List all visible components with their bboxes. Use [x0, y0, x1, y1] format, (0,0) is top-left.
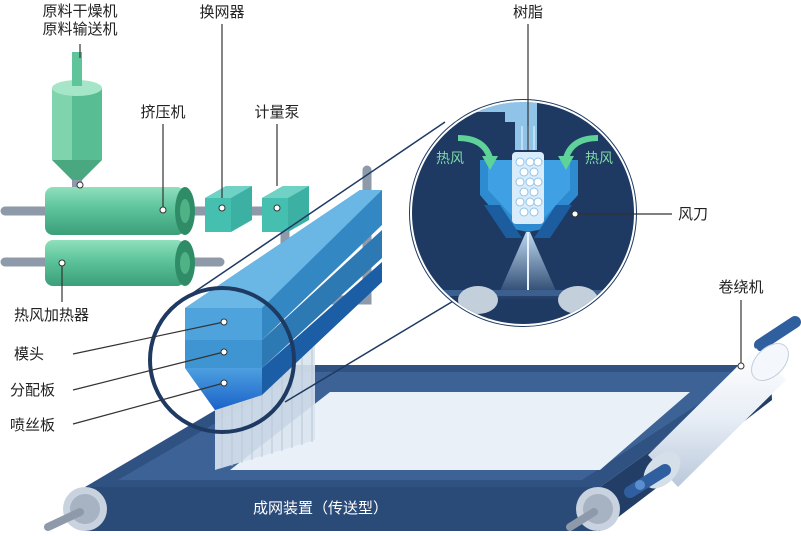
resin-label: 树脂: [512, 3, 544, 21]
spinneret-label: 喷丝板: [10, 416, 56, 434]
leader-lines: [61, 24, 742, 425]
dryer-label: 原料干燥机 原料输送机: [42, 2, 117, 38]
extruder: [45, 187, 195, 235]
die-assembly: [185, 190, 382, 410]
extruder-label: 挤压机: [140, 103, 186, 121]
distribution-plate-label: 分配板: [10, 381, 56, 399]
hot-air-left-label: 热风: [436, 151, 464, 167]
dryer-label-line1: 原料干燥机: [42, 2, 118, 20]
heater-label: 热风加热器: [14, 306, 90, 324]
zoom-source-circle: [148, 286, 296, 434]
metering-pump-label: 计量泵: [254, 103, 300, 121]
die-head-label: 模头: [14, 345, 45, 363]
conveyor-right-roller: [566, 487, 620, 531]
heater: [45, 240, 195, 286]
metering-pump: [262, 186, 309, 232]
conveyor-left-roller: [44, 487, 107, 531]
dryer-hopper: [52, 52, 102, 190]
dryer-label-line2: 原料输送机: [42, 20, 118, 38]
screen-changer-label: 换网器: [199, 3, 245, 21]
screen-changer: [205, 186, 252, 232]
winder-roll: [624, 316, 801, 498]
hot-air-right-label: 热风: [585, 151, 613, 167]
detail-circle: [409, 99, 637, 327]
conveyor-label: 成网装置（传送型）: [253, 499, 389, 517]
winder-label: 卷绕机: [718, 278, 764, 296]
air-knife-label: 风刀: [678, 205, 709, 223]
